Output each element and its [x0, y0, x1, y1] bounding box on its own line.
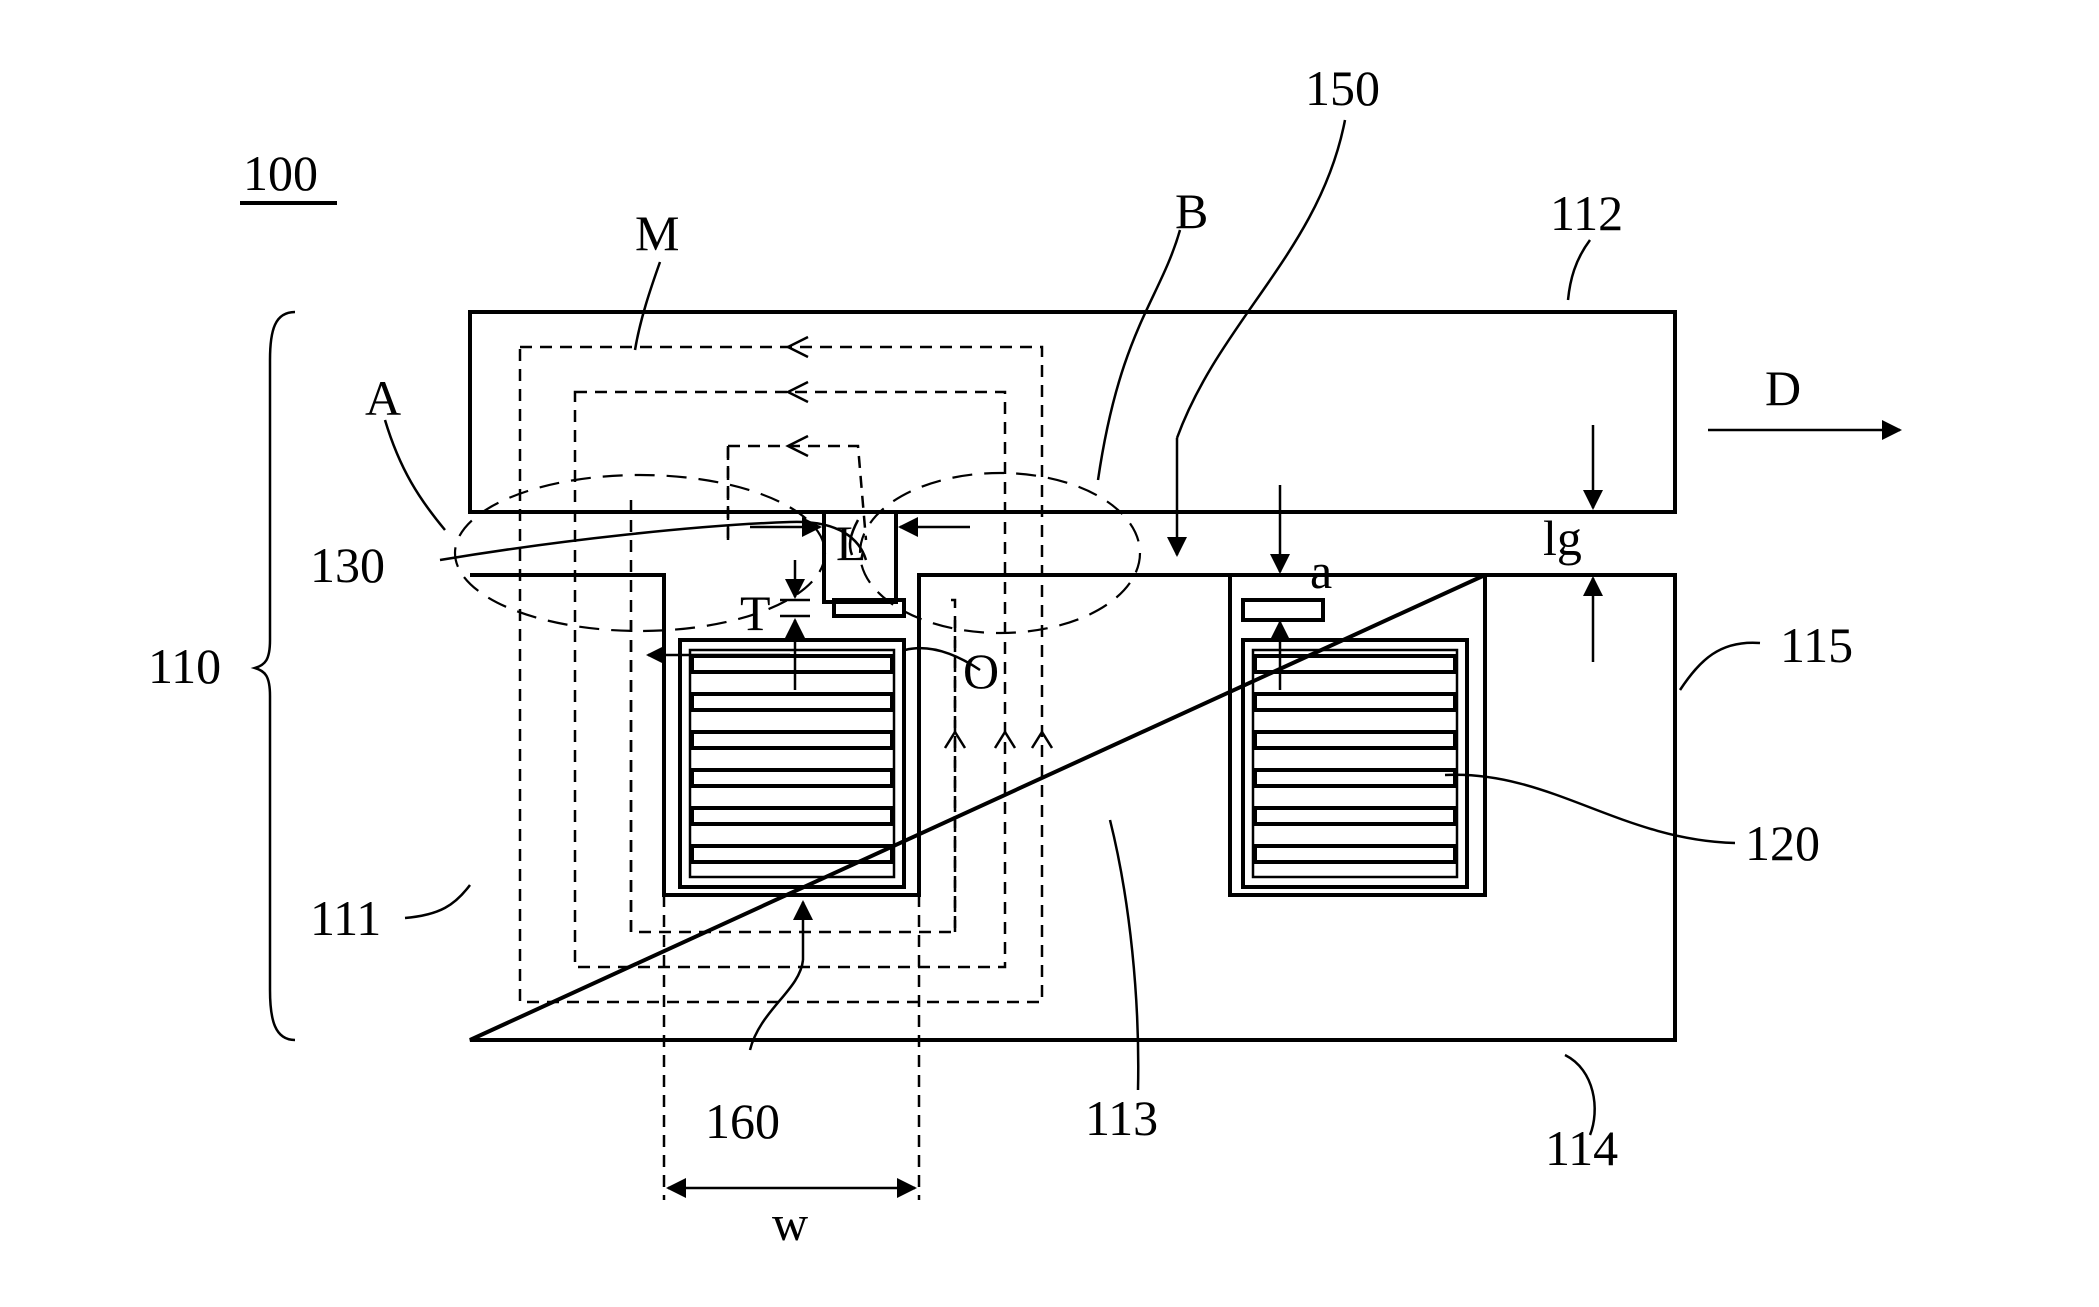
right-coil-inner	[1253, 650, 1457, 877]
leader-a	[385, 420, 445, 530]
label-113: 113	[1085, 1090, 1158, 1146]
right-winding-6	[1255, 846, 1455, 862]
label-gap-lg: lg	[1543, 510, 1582, 566]
leader-150	[1177, 120, 1345, 438]
leader-113	[1110, 820, 1138, 1090]
upper-core	[470, 312, 1675, 512]
leader-b	[1098, 230, 1180, 480]
label-region-b: B	[1175, 183, 1208, 239]
label-coil-120: 120	[1745, 815, 1820, 871]
lower-core-outline	[470, 575, 1675, 1040]
leader-160	[750, 960, 803, 1050]
label-150: 150	[1305, 60, 1380, 116]
label-length-l: L	[836, 515, 867, 571]
label-gap-a: a	[1310, 543, 1332, 599]
leader-m	[635, 262, 660, 350]
label-130: 130	[310, 537, 385, 593]
label-device: 100	[243, 145, 318, 201]
label-width-w: w	[772, 1195, 808, 1251]
right-winding-4	[1255, 770, 1455, 786]
right-winding-1	[1255, 656, 1455, 672]
label-direction-d: D	[1765, 360, 1801, 416]
left-coil-inner	[690, 650, 894, 877]
left-winding-2	[692, 694, 892, 710]
left-winding-5	[692, 808, 892, 824]
right-winding-2	[1255, 694, 1455, 710]
right-plate	[1243, 600, 1323, 620]
label-115: 115	[1780, 617, 1853, 673]
leader-120	[1445, 775, 1735, 843]
right-winding-5	[1255, 808, 1455, 824]
leader-115	[1680, 643, 1760, 690]
left-winding-1	[692, 656, 892, 672]
label-160: 160	[705, 1093, 780, 1149]
left-winding-4	[692, 770, 892, 786]
label-flux-m: M	[635, 205, 679, 261]
label-region-a: A	[365, 370, 401, 426]
flux-loop-middle	[575, 392, 1005, 967]
core-brace	[255, 312, 295, 1040]
label-112: 112	[1550, 185, 1623, 241]
leader-112	[1568, 240, 1590, 300]
left-winding-3	[692, 732, 892, 748]
leader-111	[405, 885, 470, 918]
right-coil-outer	[1243, 640, 1467, 887]
label-origin-o: O	[963, 643, 999, 699]
label-114: 114	[1545, 1120, 1618, 1176]
label-111: 111	[310, 890, 381, 946]
label-thickness-t: T	[740, 585, 771, 641]
left-coil-outer	[680, 640, 904, 887]
label-core-110: 110	[148, 638, 221, 694]
right-winding-3	[1255, 732, 1455, 748]
